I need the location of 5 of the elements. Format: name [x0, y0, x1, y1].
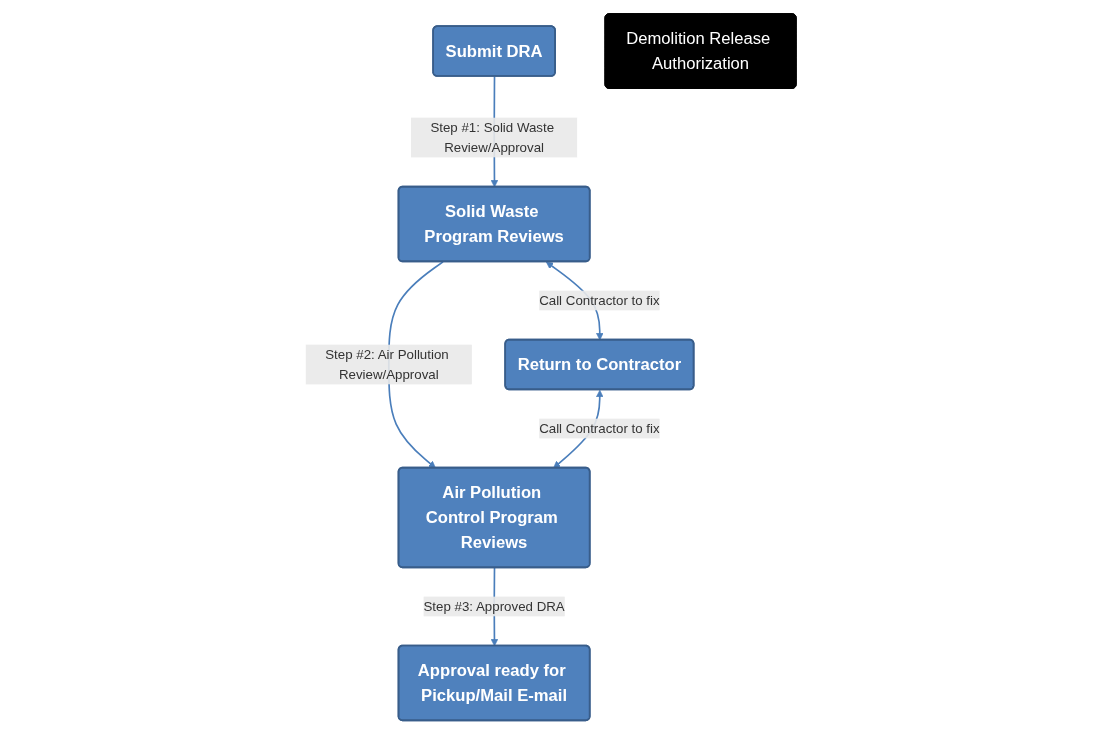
edge-label: Step #2: Air Pollution Review/Approval — [324, 347, 449, 382]
edge-label: Call Contractor to fix — [538, 421, 660, 436]
edge-label: Step #3: Approved DRA — [423, 598, 565, 614]
edge-label: Step #1: Solid Waste Review/Approval — [429, 120, 554, 155]
edge-label: Call Contractor to fix — [538, 293, 660, 308]
